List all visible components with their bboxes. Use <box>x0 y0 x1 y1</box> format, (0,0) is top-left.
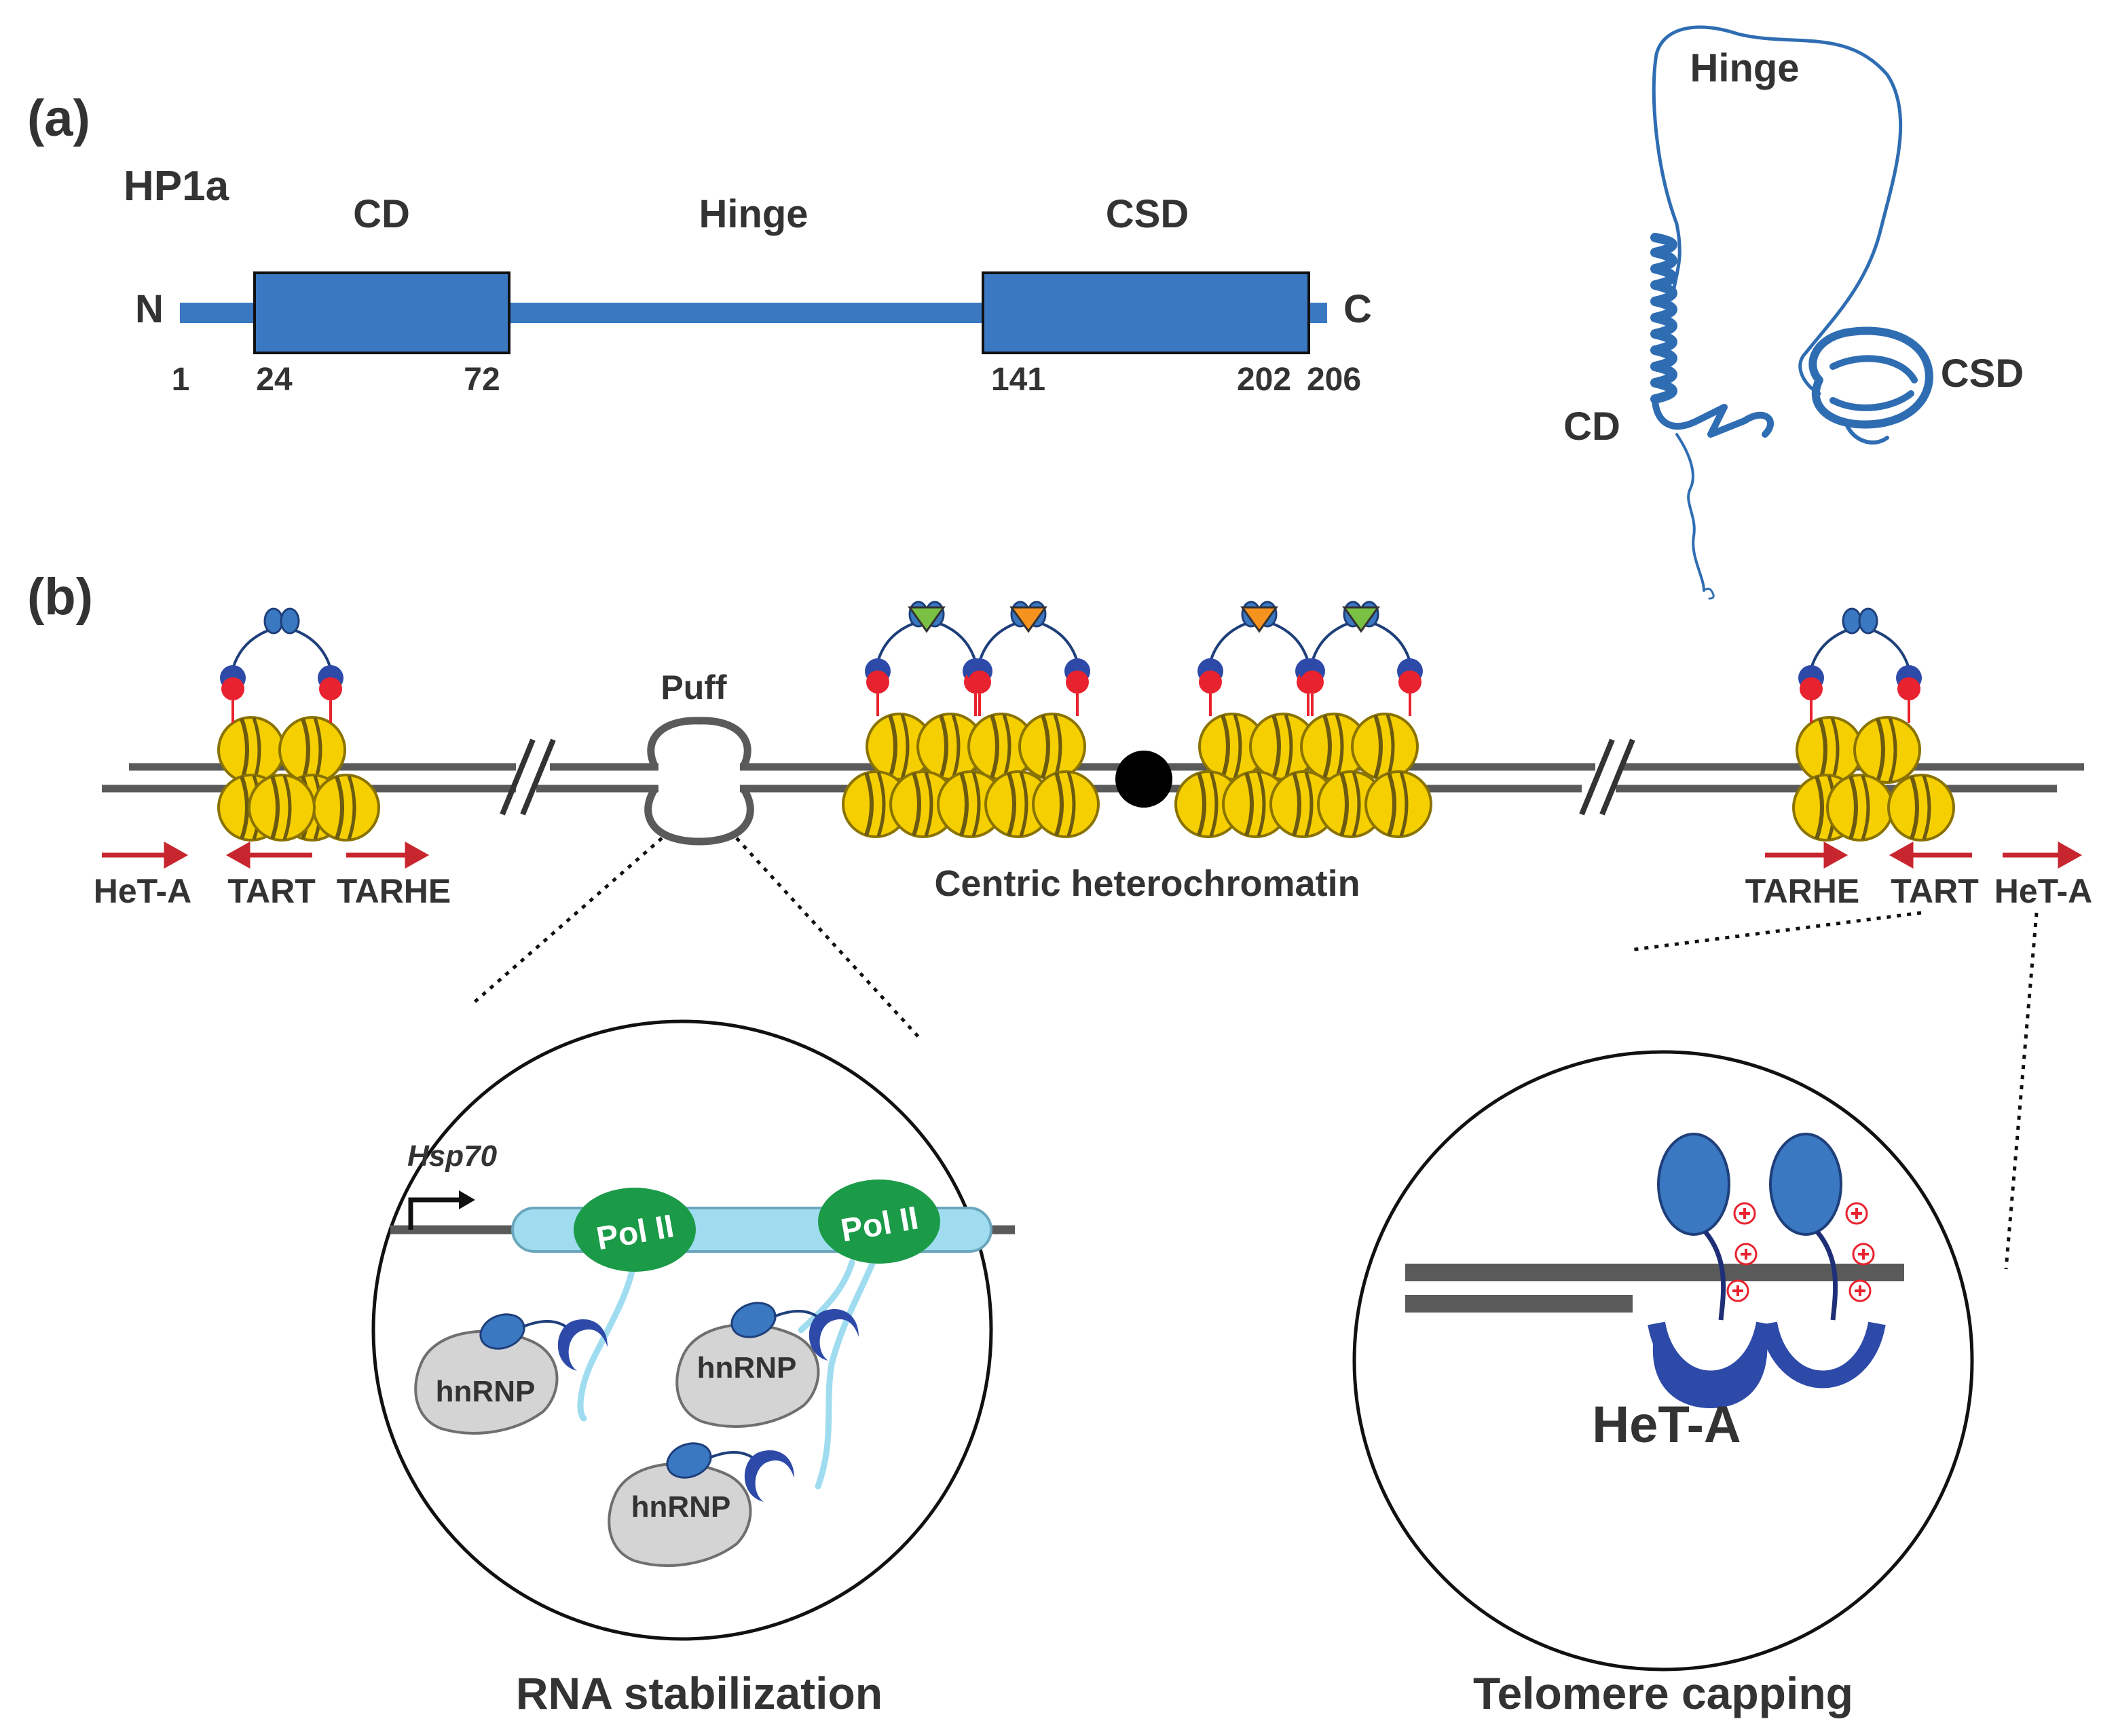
position-label: 206 <box>1307 362 1361 398</box>
telomere-dna <box>1405 1264 1904 1313</box>
centromere <box>1115 751 1172 808</box>
right-element-arrows <box>1765 842 2083 869</box>
position-label: 24 <box>256 362 293 398</box>
hp1-dimer-left <box>219 607 345 724</box>
hp1-dimer-right <box>1797 607 1923 724</box>
right-telomere-nucleosomes <box>1794 717 1954 840</box>
pol-ii-complex <box>818 1180 940 1264</box>
hsp70-gene-label: Hsp70 <box>407 1139 498 1173</box>
position-label: 72 <box>464 362 500 398</box>
left-element-label: TARHE <box>337 872 451 910</box>
c-terminus-label: C <box>1343 287 1372 331</box>
domain-map: CD Hinge CSD N C 1 24 72 141 202 206 <box>135 192 1372 398</box>
hp1-dimers-centric <box>863 601 1424 717</box>
position-label: 202 <box>1237 362 1291 398</box>
hnrnp-label: hnRNP <box>436 1375 536 1408</box>
hp1a-structure-ribbon <box>1650 25 1933 600</box>
pol-ii-complex <box>574 1188 696 1272</box>
hnrnp-complex <box>608 1442 794 1567</box>
hp1-capping-complex <box>1648 1133 1774 1408</box>
tss-arrow-icon <box>459 1190 475 1209</box>
panel-a-label: (a) <box>27 90 90 147</box>
position-label: 141 <box>991 362 1045 398</box>
csd-domain-box <box>982 271 1310 354</box>
rna-stabilization-caption: RNA stabilization <box>516 1668 882 1718</box>
het-a-zoom-label: HeT-A <box>1592 1396 1741 1454</box>
cd-domain-label: CD <box>353 192 410 236</box>
hnrnp-complex <box>675 1302 859 1428</box>
right-element-label: TART <box>1891 872 1979 910</box>
structure-cd-label: CD <box>1563 404 1620 449</box>
nascent-rna-strands <box>577 1252 879 1490</box>
telomere-capping-caption: Telomere capping <box>1473 1668 1853 1718</box>
hnrnp-label: hnRNP <box>631 1490 731 1524</box>
structure-hinge-label: Hinge <box>1690 46 1799 90</box>
left-element-arrows <box>102 842 430 869</box>
csd-domain-label: CSD <box>1106 192 1189 236</box>
puff-label: Puff <box>661 668 727 706</box>
hinge-domain-label: Hinge <box>699 192 808 236</box>
csd-cup-icon <box>1652 1323 1768 1408</box>
right-element-label: TARHE <box>1745 872 1860 910</box>
hnrnp-complex <box>414 1313 608 1435</box>
positive-charge-icon <box>1726 1202 1875 1302</box>
structure-csd-label: CSD <box>1941 352 2024 396</box>
left-element-label: HeT-A <box>94 872 191 910</box>
histone-mark-icon <box>908 606 1380 633</box>
puff-structure <box>644 717 754 846</box>
chromosome-break-mark <box>500 738 556 816</box>
centric-nucleosomes-right <box>1176 714 1431 837</box>
left-element-label: TART <box>227 872 316 910</box>
centric-nucleosomes-left <box>843 714 1098 837</box>
rna-stabilization-zoom-circle <box>371 1019 993 1641</box>
centric-heterochromatin-label: Centric heterochromatin <box>934 863 1360 904</box>
panel-b-label: (b) <box>27 568 93 626</box>
right-element-label: HeT-A <box>1994 872 2092 910</box>
protein-name: HP1a <box>124 163 229 210</box>
zoom-guide-lines <box>470 837 2039 1270</box>
cd-domain-box <box>253 271 510 354</box>
n-terminus-label: N <box>135 287 164 331</box>
hp1-capping-complex <box>1760 1133 1886 1389</box>
hnrnp-label: hnRNP <box>697 1351 797 1384</box>
position-label: 1 <box>172 362 190 398</box>
left-telomere-nucleosomes <box>219 717 379 840</box>
chromosome-break-mark <box>1579 738 1635 816</box>
